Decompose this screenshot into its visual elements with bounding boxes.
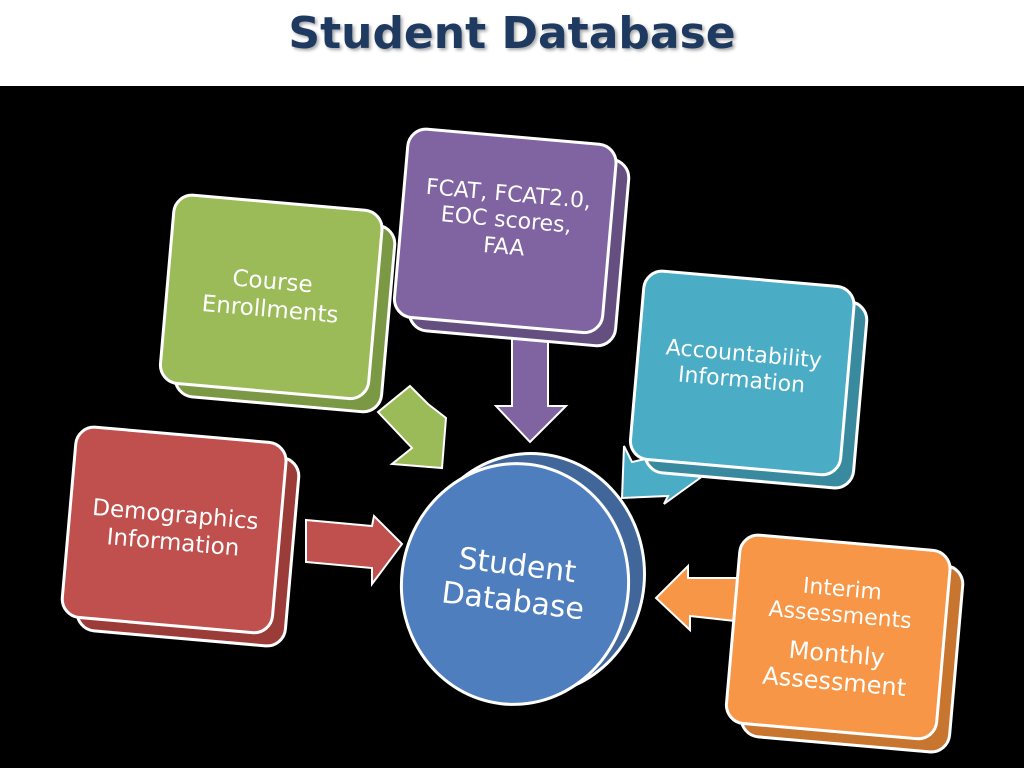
center-database-node: Student Database xyxy=(385,448,646,720)
box-fcat-label-3: FAA xyxy=(482,232,526,262)
arrow-interim-to-center xyxy=(654,563,745,633)
arrow-fcat-to-center xyxy=(493,329,569,444)
box-interim-face: Interim Assessments Monthly Assessment xyxy=(723,532,954,742)
box-interim-label-2: Assessments xyxy=(767,597,913,635)
box-monthly-label-2: Assessment xyxy=(761,661,908,703)
box-accountability-face: Accountability Information xyxy=(627,268,858,478)
box-course-face: Course Enrollments xyxy=(157,192,386,402)
arrow-course-to-center xyxy=(376,384,448,470)
arrow-demographics-to-center xyxy=(305,513,404,587)
box-course-label-2: Enrollments xyxy=(200,290,340,329)
box-demographics-face: Demographics Information xyxy=(59,424,290,636)
title-bar: Student Database xyxy=(0,0,1024,86)
slide-title: Student Database xyxy=(288,8,736,59)
box-fcat-face: FCAT, FCAT2.0, EOC scores, FAA xyxy=(391,126,620,336)
